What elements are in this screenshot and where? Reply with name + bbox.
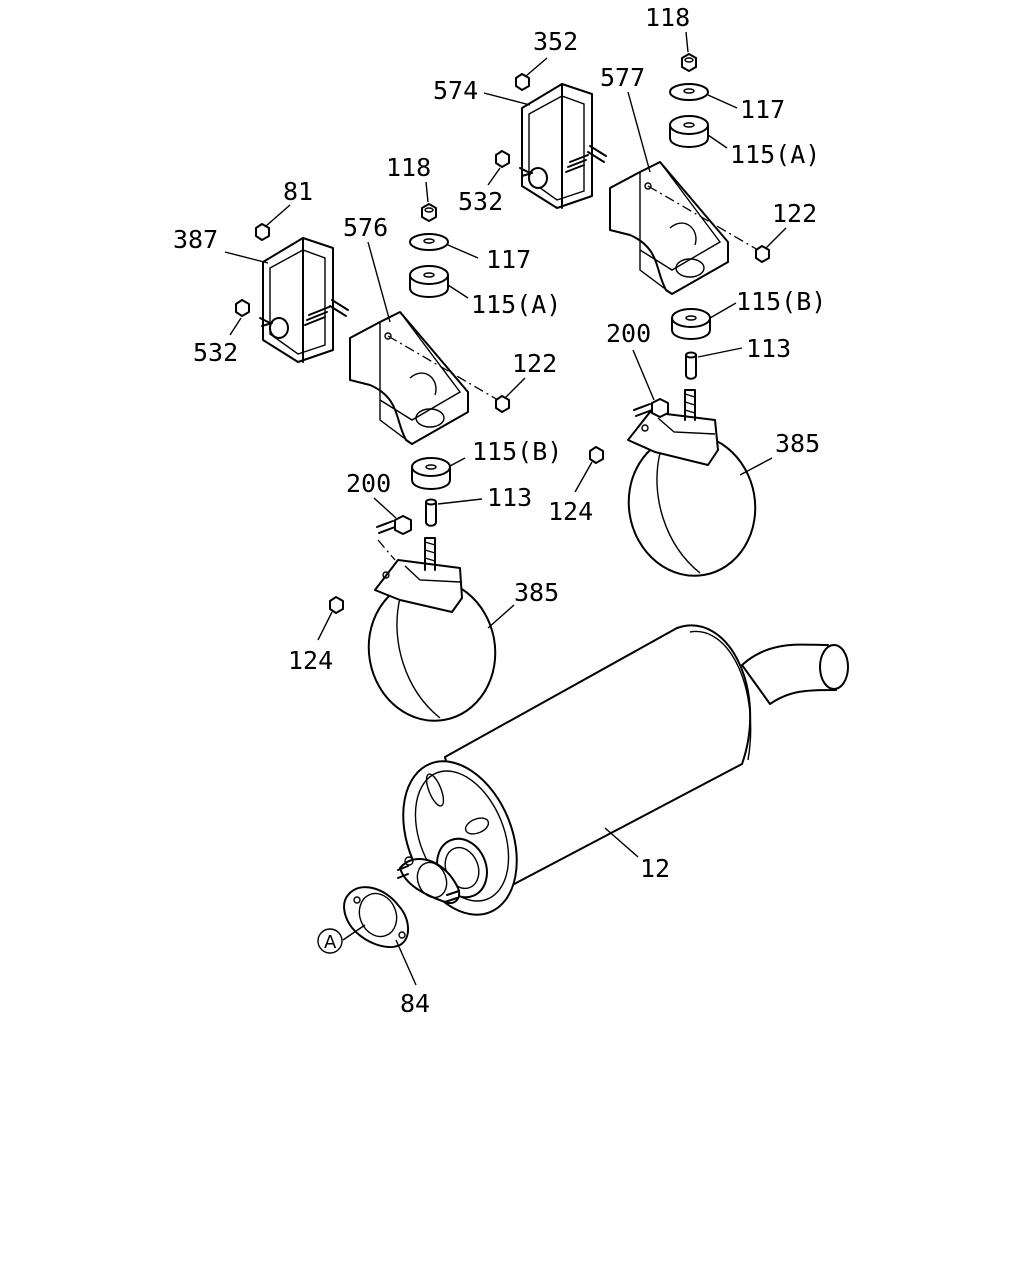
bracket-574: [519, 83, 607, 209]
hanger-576: [349, 311, 499, 445]
label-387: 387: [173, 225, 218, 254]
label-200: 200: [346, 469, 391, 498]
label-122: 122: [772, 199, 817, 228]
label-118: 118: [386, 153, 431, 182]
leader-lines: [224, 31, 787, 986]
label-115a: 115(A): [471, 290, 561, 319]
label-574: 574: [433, 76, 478, 105]
gasket: [343, 886, 409, 948]
label-577: 577: [600, 63, 645, 92]
clamp-left: [367, 537, 497, 722]
label-117: 117: [740, 95, 785, 124]
clamp-right: [627, 389, 757, 577]
label-118: 118: [645, 3, 690, 32]
label-576: 576: [343, 213, 388, 242]
label-113: 113: [487, 483, 532, 512]
label-81: 81: [283, 177, 313, 206]
label-12: 12: [640, 854, 670, 883]
label-352: 352: [533, 27, 578, 56]
reference-a: A: [324, 932, 337, 953]
label-115a: 115(A): [730, 140, 820, 169]
label-113: 113: [746, 334, 791, 363]
label-84: 84: [400, 989, 430, 1018]
label-124: 124: [288, 646, 333, 675]
fasteners: [235, 53, 770, 614]
bracket-387: [259, 237, 349, 363]
label-124: 124: [548, 497, 593, 526]
label-117: 117: [486, 245, 531, 274]
label-115b: 115(B): [472, 437, 562, 466]
label-385: 385: [775, 429, 820, 458]
label-115b: 115(B): [736, 287, 826, 316]
label-122: 122: [512, 349, 557, 378]
label-200: 200: [606, 319, 651, 348]
muffler: [397, 624, 849, 916]
label-532: 532: [193, 338, 238, 367]
part-labels: 118 352 574 577 117 115(A) 532 122 115(B…: [173, 3, 826, 1018]
hanger-577: [609, 161, 759, 295]
label-385: 385: [514, 578, 559, 607]
reference-circle: [317, 928, 343, 954]
label-532: 532: [458, 187, 503, 216]
